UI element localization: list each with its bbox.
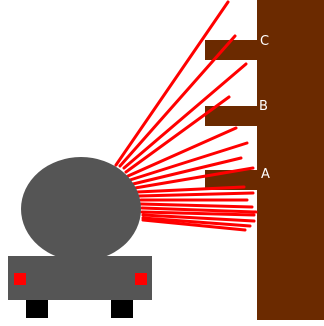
spray-jet <box>133 166 255 190</box>
spray-jet <box>124 95 231 174</box>
building: C B A <box>205 0 324 320</box>
spray-jet <box>140 206 258 214</box>
spray-jet <box>131 156 243 186</box>
spray-jet <box>114 0 230 167</box>
spray-jet <box>122 62 248 170</box>
spray-jet <box>140 210 256 217</box>
spray-jet <box>137 191 255 198</box>
ledge-b <box>205 106 259 126</box>
ledge-label-b: B <box>259 99 268 114</box>
building-wall <box>257 0 324 320</box>
spray-jet <box>118 34 237 168</box>
ledge-label-c: C <box>260 34 269 49</box>
spray-jet <box>126 126 238 178</box>
spray-jet <box>139 202 254 209</box>
ledge-c <box>205 40 259 60</box>
spray-jet <box>128 141 249 182</box>
spray-jets <box>114 0 258 232</box>
spray-jet <box>141 218 247 232</box>
tail-light-left <box>14 273 26 285</box>
spray-jet <box>135 185 246 194</box>
wheel-right <box>111 300 133 318</box>
wheel-left <box>26 300 48 318</box>
tail-light-right <box>135 273 147 285</box>
tank-body <box>21 157 141 261</box>
truck-chassis <box>8 256 152 300</box>
tanker-truck <box>8 157 152 318</box>
ledge-label-a: A <box>261 167 270 182</box>
spray-jet <box>141 216 252 228</box>
spray-jet <box>141 213 256 223</box>
